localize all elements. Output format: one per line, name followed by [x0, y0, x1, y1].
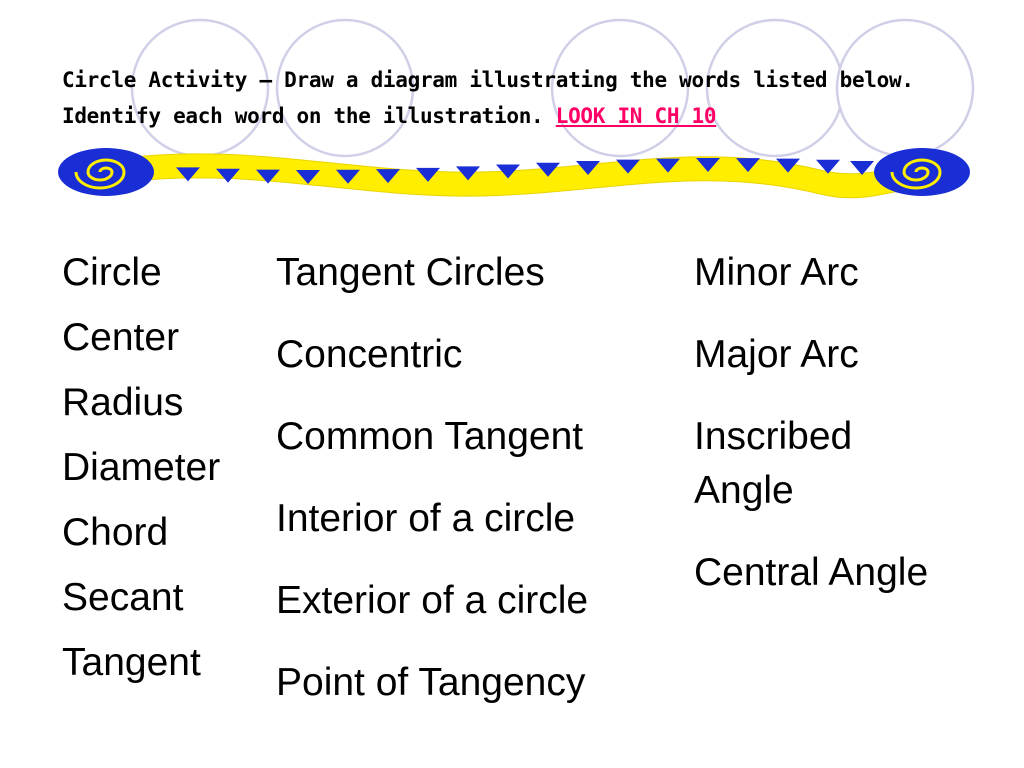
term-item: Exterior of a circle	[276, 579, 589, 622]
banner-triangle	[496, 164, 520, 179]
decorative-circles	[130, 18, 975, 158]
term-item: Center	[62, 316, 180, 359]
banner-triangle	[256, 169, 280, 184]
term-item: Minor Arc	[694, 251, 859, 294]
term-item: Concentric	[276, 333, 463, 376]
term-item: Interior of a circle	[276, 497, 576, 540]
banner-triangle	[850, 161, 874, 176]
banner-triangle	[616, 159, 640, 174]
banner-triangle	[296, 169, 320, 184]
term-list-middle: Tangent Circles Concentric Common Tangen…	[276, 246, 588, 738]
spiral-right-icon	[874, 148, 970, 196]
term-item: Chord	[62, 511, 169, 554]
slide-title: Circle Activity – Draw a diagram illustr…	[62, 62, 962, 134]
banner-triangles	[176, 158, 874, 184]
term-item: Tangent Circles	[276, 251, 545, 294]
term-item: Tangent	[62, 641, 201, 684]
banner-triangle	[816, 159, 840, 174]
term-item: Common Tangent	[276, 415, 584, 458]
term-item: Radius	[62, 381, 184, 424]
banner-triangle	[336, 169, 360, 184]
title-text: Circle Activity – Draw a diagram illustr…	[62, 68, 914, 128]
banner-triangle	[736, 158, 760, 173]
banner-triangle	[776, 158, 800, 173]
term-item: Circle	[62, 251, 162, 294]
banner-triangle	[376, 169, 400, 184]
banner-triangle	[416, 167, 440, 182]
term-item: Secant	[62, 576, 184, 619]
term-item: Diameter	[62, 446, 221, 489]
banner-triangle	[456, 166, 480, 181]
banner-triangle	[656, 158, 680, 173]
header-decoration	[58, 18, 975, 199]
banner-triangle	[696, 158, 720, 173]
banner-triangle	[536, 162, 560, 177]
decor-circle	[550, 18, 690, 158]
decor-circle	[275, 18, 415, 158]
term-item: Central Angle	[694, 551, 929, 594]
term-item: Point of Tangency	[276, 661, 586, 704]
term-list-right: Minor Arc Major Arc Inscribed Angle Cent…	[694, 246, 954, 628]
banner-triangle	[576, 161, 600, 176]
term-item: Inscribed Angle	[694, 415, 853, 512]
spiral-left-icon	[58, 148, 154, 196]
banner-triangle	[176, 167, 200, 182]
banner-triangle	[216, 168, 240, 183]
term-item: Major Arc	[694, 333, 859, 376]
chapter-link[interactable]: LOOK IN CH 10	[555, 104, 717, 128]
term-list-left: Circle Center Radius Diameter Chord Seca…	[62, 240, 220, 695]
